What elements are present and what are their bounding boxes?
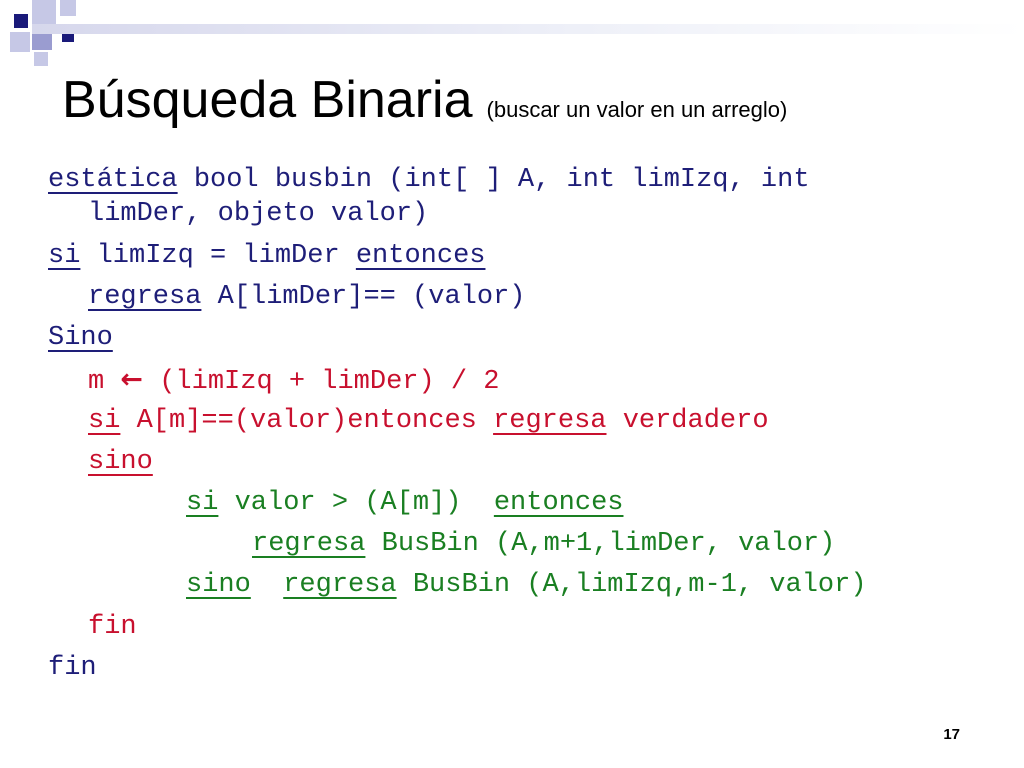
keyword: estática [48, 165, 178, 195]
code-line: fin [48, 648, 97, 688]
code-text: m [88, 367, 121, 397]
decor-square [10, 32, 30, 52]
keyword: regresa [493, 406, 607, 436]
code-line: si A[m]==(valor)entonces regresa verdade… [88, 401, 769, 441]
code-line: limDer, objeto valor) [88, 194, 428, 234]
code-text: BusBin (A,m+1,limDer, valor) [365, 529, 836, 559]
code-line: si limIzq = limDer entonces [48, 236, 485, 276]
code-line: fin [88, 607, 137, 647]
code-text: valor > (A[m]) [218, 488, 494, 518]
title-subtitle: (buscar un valor en un arreglo) [486, 97, 788, 122]
keyword: sino [186, 570, 251, 600]
arrow-left-icon: ← [120, 364, 144, 395]
keyword: sino [88, 447, 153, 477]
keyword: regresa [88, 282, 202, 312]
code-text: fin [48, 653, 97, 683]
decor-square [34, 52, 48, 66]
decor-square [32, 0, 56, 24]
code-text: limIzq = limDer [80, 241, 356, 271]
keyword: regresa [283, 570, 397, 600]
code-text: A[m]==(valor)entonces [120, 406, 494, 436]
keyword: si [48, 241, 81, 271]
keyword: si [88, 406, 121, 436]
code-text: fin [88, 612, 137, 642]
keyword: entonces [493, 488, 624, 518]
code-line: regresa A[limDer]== (valor) [88, 277, 525, 317]
decor-square [32, 30, 52, 50]
keyword: regresa [252, 529, 366, 559]
title-divider [32, 24, 1024, 34]
code-text: limDer, objeto valor) [88, 199, 429, 229]
code-text: (limIzq + limDer) / 2 [143, 367, 500, 397]
slide-title: Búsqueda Binaria (buscar un valor en un a… [62, 70, 787, 130]
keyword: si [186, 488, 219, 518]
keyword: entonces [355, 241, 486, 271]
code-text: BusBin (A,limIzq,m-1, valor) [396, 570, 867, 600]
decor-square [60, 0, 76, 16]
code-line: regresa BusBin (A,m+1,limDer, valor) [252, 524, 835, 564]
code-text: verdadero [606, 406, 769, 436]
code-line: sino regresa BusBin (A,limIzq,m-1, valor… [186, 565, 867, 605]
code-line: m ← (limIzq + limDer) / 2 [88, 360, 500, 402]
page-number: 17 [943, 726, 960, 743]
code-text [251, 570, 283, 600]
code-text: A[limDer]== (valor) [201, 282, 526, 312]
code-line: estática bool busbin (int[ ] A, int limI… [48, 160, 810, 200]
code-line: sino [88, 442, 153, 482]
code-line: Sino [48, 318, 113, 358]
code-line: si valor > (A[m]) entonces [186, 483, 623, 523]
title-main: Búsqueda Binaria [62, 71, 473, 129]
decor-square [14, 14, 28, 28]
keyword: Sino [48, 323, 113, 353]
code-text: bool busbin (int[ ] A, int limIzq, int [177, 165, 810, 195]
